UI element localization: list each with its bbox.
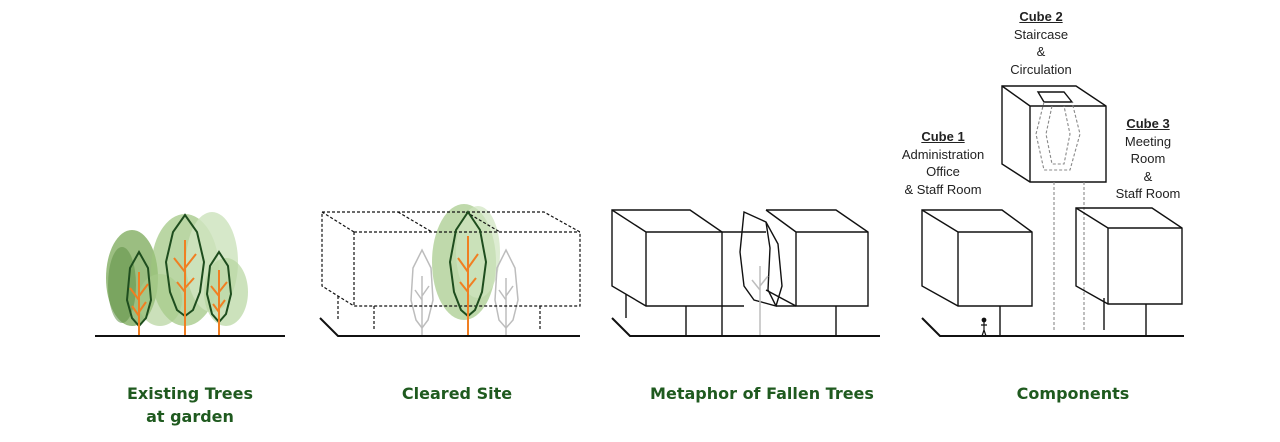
cube-3 [1075,207,1183,305]
caption-line: Components [1016,384,1130,403]
cube-1-title: Cube 1 [921,129,965,144]
columns [625,294,837,336]
cube-3-line: Meeting [1124,133,1172,149]
cube-2-label: Cube 2 Staircase & Circulation [990,8,1092,78]
tree-trunk-right [210,270,228,336]
cube-2-line: Staircase [1013,26,1069,42]
cube-2-line: & [1036,44,1046,59]
cube-3-title: Cube 3 [1126,116,1170,131]
cube-1-label: Cube 1 Administration Office & Staff Roo… [882,128,1004,198]
cube-1-line: Administration [901,146,985,162]
caption-line: at garden [146,407,234,426]
cube-3-columns [1103,298,1147,336]
human-figure [981,317,987,337]
caption-line: Metaphor of Fallen Trees [650,384,874,403]
fallen-tree-void [722,210,796,307]
cube-left [611,209,723,307]
cube-1 [921,209,1033,307]
cube-1-line: & Staff Room [904,181,982,197]
caption-existing-trees: Existing Trees at garden [100,382,280,428]
cube-3-label: Cube 3 Meeting Room & Staff Room [1100,115,1196,203]
caption-components: Components [983,382,1163,405]
caption-fallen-trees: Metaphor of Fallen Trees [632,382,892,405]
ghost-tree [751,266,769,336]
cube-3-line: Staff Room [1115,186,1181,201]
cube-right [765,209,869,307]
cube-1-line: Office [926,164,960,179]
caption-line: Existing Trees [126,384,254,403]
staircase-core [1035,101,1081,171]
cube-3-line: & [1143,168,1153,184]
panel-cleared-site [319,204,581,337]
caption-line: Cleared Site [401,384,513,403]
panel-components [921,85,1184,337]
tree-trunk-left [129,272,149,336]
ground-line [611,317,880,337]
cube-2-title: Cube 2 [1019,9,1063,24]
ground-line [921,317,1184,337]
foliage-wash [432,204,500,320]
caption-cleared-site: Cleared Site [377,382,537,405]
ghost-tree-left [410,248,434,336]
panel-fallen-trees [611,209,880,337]
cube-2-dashed-columns [1053,182,1085,332]
cube-2 [1001,85,1107,183]
dashed-building [321,211,581,330]
tree-trunk-center [173,240,197,336]
cube-2-line: Circulation [1010,61,1072,77]
tree-trunk-center [457,236,479,336]
cube-3-line: Room [1130,151,1166,166]
ground-line [319,317,580,337]
panel-existing-trees [95,212,285,337]
ghost-tree-right [494,248,519,336]
